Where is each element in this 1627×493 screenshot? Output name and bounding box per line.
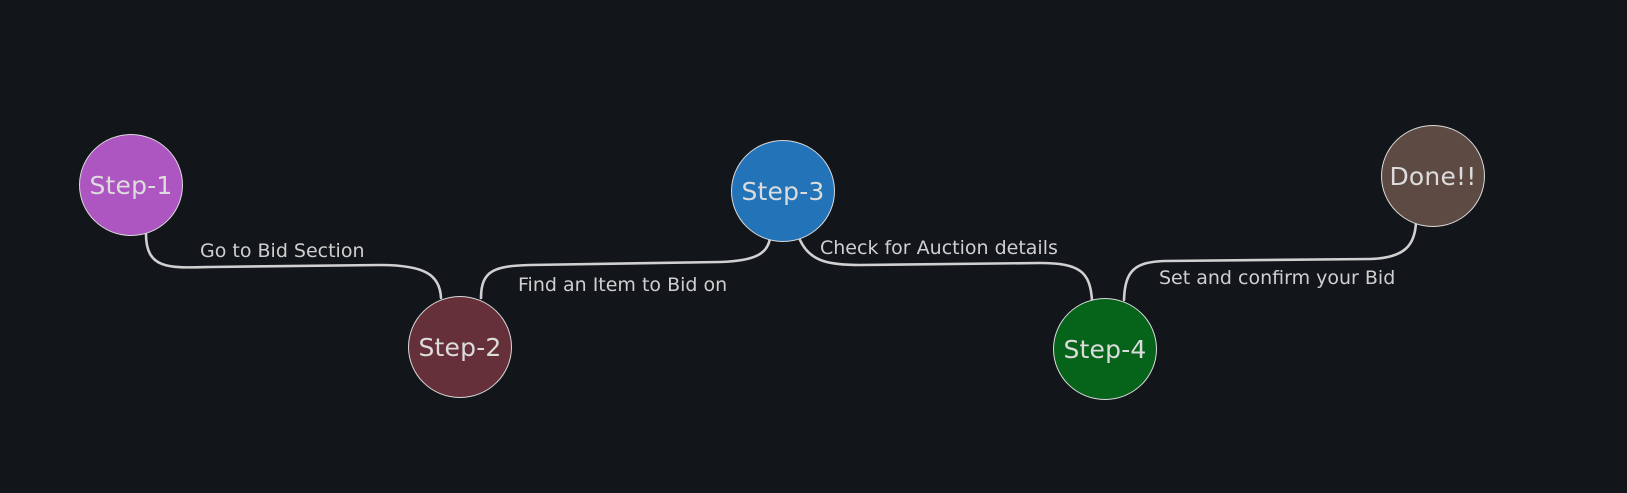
edge-label-find-item: Find an Item to Bid on xyxy=(518,274,728,296)
edge-label-check-auction-details: Check for Auction details xyxy=(820,237,1058,259)
edge-label-set-confirm-bid: Set and confirm your Bid xyxy=(1159,267,1396,289)
step-1-node[interactable]: Step-1 xyxy=(79,134,183,236)
done-node[interactable]: Done!! xyxy=(1381,125,1485,227)
edge-label-go-to-bid-section: Go to Bid Section xyxy=(200,240,365,262)
step-2-node[interactable]: Step-2 xyxy=(408,296,512,398)
connector-step2-step3 xyxy=(479,236,772,300)
step-4-node[interactable]: Step-4 xyxy=(1053,298,1157,400)
connector-step3-step4 xyxy=(798,238,1094,302)
connector-step4-done xyxy=(1122,220,1418,302)
step-3-node[interactable]: Step-3 xyxy=(731,140,835,242)
connector-step1-step2 xyxy=(144,232,443,300)
